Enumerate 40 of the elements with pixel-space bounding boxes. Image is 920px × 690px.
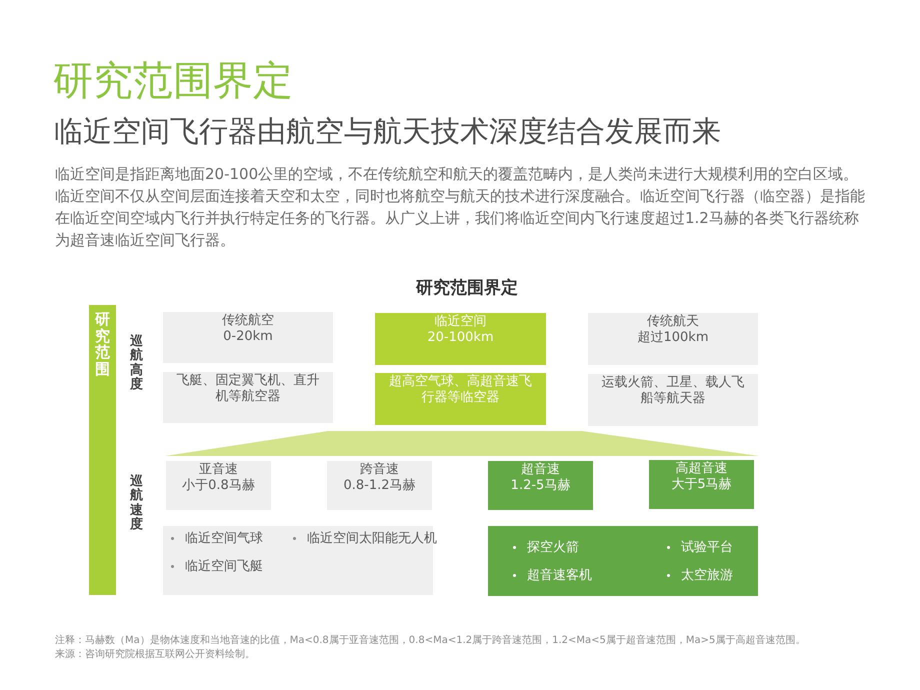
side-label: 巡航速度 [130,475,143,532]
list-item-text: 临近空间气球 [185,530,263,547]
range-text: 1.2-5马赫 [510,478,570,494]
range-text: 20-100km [427,330,494,346]
list-item-text: 太空旅游 [681,567,733,584]
range-text: 0.8-1.2马赫 [343,478,416,494]
list-item-text: 试验平台 [681,539,733,556]
side-label: 巡航高度 [130,335,143,392]
chart-heading: 研究范围界定 [416,277,518,299]
vehicle-types: 飞艇、固定翼飞机、直升机等航空器 [176,373,320,405]
category-title: 超音速 [521,462,560,478]
category-title: 跨音速 [360,462,399,478]
range-text: 大于5马赫 [671,477,732,493]
list-item-text: 超音速客机 [527,567,592,584]
range-text: 小于0.8马赫 [182,478,255,494]
speed-box [488,461,593,510]
footnote: 注释：马赫数（Ma）是物体速度和当地音速的比值，Ma<0.8属于亚音速范围，0.8<Ma<1.2属于跨音速范围，1.2<Ma<5属于超音速范围，Ma>5属于高超音速范围。 [55,634,806,648]
vehicle-types: 运载火箭、卫星、载人飞船等航天器 [600,375,746,407]
subtitle: 临近空间飞行器由航空与航天技术深度结合发展而来 [54,113,721,150]
source-note: 来源：咨询研究院根据互联网公开资料绘制。 [55,648,255,662]
range-text: 超过100km [637,330,708,346]
list-item-text: 临近空间太阳能无人机 [307,530,437,547]
example-list-panel [488,526,758,596]
list-item-text: 临近空间飞艇 [185,558,263,575]
list-item-text: 探空火箭 [527,539,579,556]
range-text: 0-20km [223,329,273,345]
band-label: 研究范围 [95,311,110,377]
scope-band [89,305,116,595]
altitude-box [375,313,546,365]
category-title: 传统航空 [222,313,274,329]
page-title: 研究范围界定 [53,57,293,105]
category-title: 传统航天 [647,314,699,330]
category-title: 高超音速 [676,461,728,477]
category-title: 亚音速 [199,462,238,478]
category-title: 临近空间 [434,314,486,330]
intro-paragraph: 临近空间是指距离地面20-100公里的空域，不在传统航空和航天的覆盖范畴内，是人类尚未进行大规模利用的空白区域。临近空间不仅从空间层面连接着天空和太空，同时也将航空与航天的技术进行深度融合。临近空间飞行器（临空器）是指能在临近空间空域内飞行并执行特定任务的飞行器。从广义上讲，我们将临近空间内飞行速度超过1.2马赫的各类飞行器统称为超音速临近空间飞行器。 [55,164,866,251]
vehicle-types: 超高空气球、高超音速飞行器等临空器 [388,374,533,406]
vehicle-box [375,373,546,425]
speed-box [649,460,754,509]
trapezoid-shape [165,431,759,456]
